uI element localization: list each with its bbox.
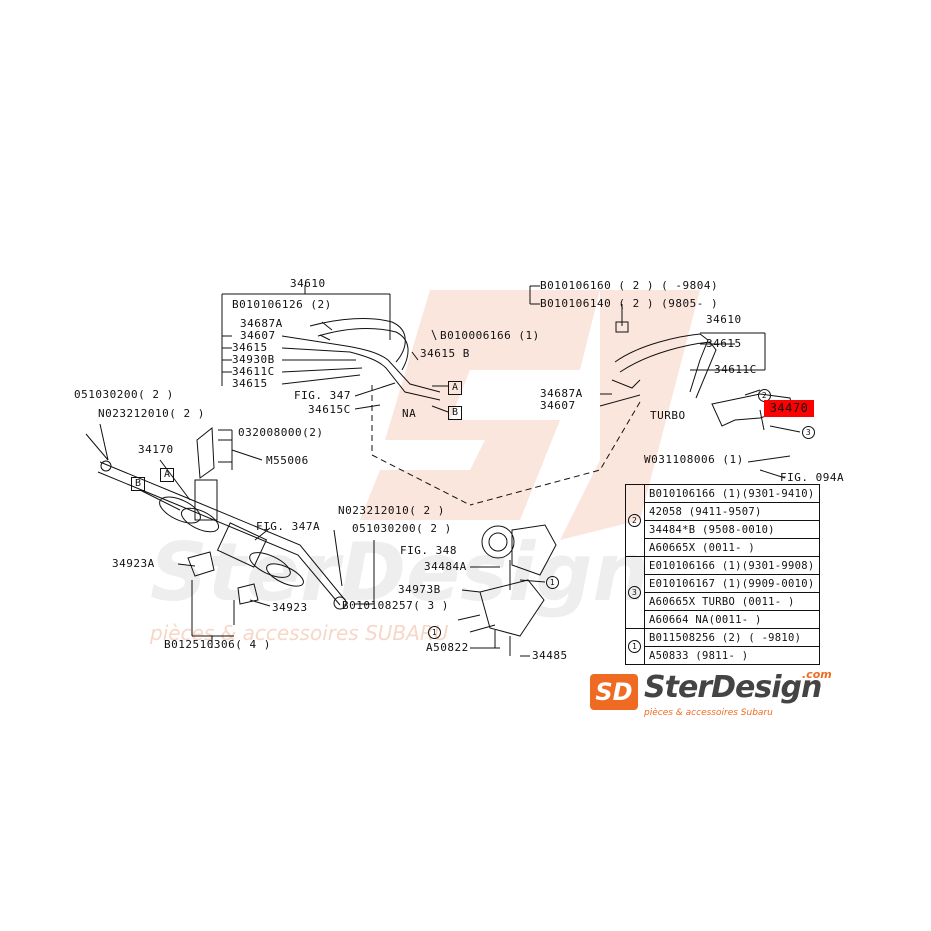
legend-row: A60664 NA(0011- )	[626, 610, 820, 629]
part-label: A50822	[426, 641, 469, 654]
variant-label: NA	[402, 407, 417, 420]
legend-cell: B010106166 (1)(9301-9410)	[644, 484, 820, 503]
part-label: B010108257( 3 )	[342, 599, 449, 612]
part-label: M55006	[266, 454, 309, 467]
sterdesign-logo: SD SterDesign .com pièces & accessoires …	[588, 668, 848, 724]
logo-wordmark: SterDesign	[644, 670, 822, 705]
ref-box-a: A	[448, 381, 462, 395]
legend-cell: E010106167 (1)(9909-0010)	[644, 574, 820, 593]
logo-domain: .com	[802, 668, 832, 681]
part-label: 34615	[232, 377, 268, 390]
part-label: 34611C	[232, 365, 275, 378]
part-label: 34923	[272, 601, 308, 614]
svg-text:pièces & accessoires SUBARU: pièces & accessoires SUBARU	[149, 621, 449, 645]
part-label: 34485	[532, 649, 568, 662]
part-label: 051030200( 2 )	[74, 388, 174, 401]
part-label: 34615 B	[420, 347, 470, 360]
legend-row: A60665X TURBO (0011- )	[626, 592, 820, 611]
legend-group-number: 1	[625, 628, 645, 665]
legend-row: A60665X (0011- )	[626, 538, 820, 557]
ref-box-b: B	[448, 406, 462, 420]
part-label: 34610	[706, 313, 742, 326]
part-label: N023212010( 2 )	[338, 504, 445, 517]
legend-cell: A60665X TURBO (0011- )	[644, 592, 820, 611]
svg-text:SterDesign: SterDesign	[150, 526, 650, 619]
part-label: 34930B	[232, 353, 275, 366]
circle-ref: 1	[546, 576, 560, 589]
legend-cell: 42058 (9411-9507)	[644, 502, 820, 521]
part-label: 34615C	[308, 403, 351, 416]
part-label: 032008000(2)	[238, 426, 324, 439]
part-label: FIG. 347	[294, 389, 351, 402]
circle-ref: 3	[802, 426, 816, 439]
part-label: FIG. 348	[400, 544, 457, 557]
part-label: 051030200( 2 )	[352, 522, 452, 535]
part-label: 34973B	[398, 583, 441, 596]
legend-cell: A60664 NA(0011- )	[644, 610, 820, 629]
part-label: 34170	[138, 443, 174, 456]
part-label: B010106126 (2)	[232, 298, 332, 311]
part-label: FIG. 094A	[780, 471, 845, 484]
part-label: B012510306( 4 )	[164, 638, 271, 651]
part-label: B010106160 ( 2 ) ( -9804)	[540, 279, 719, 292]
part-label: 34484A	[424, 560, 467, 573]
legend-row: E010106167 (1)(9909-0010)	[626, 574, 820, 593]
legend-cell: 34484*B (9508-0010)	[644, 520, 820, 539]
logo-tagline: pièces & accessoires Subaru	[644, 708, 773, 718]
legend-group-number: 3	[625, 556, 645, 629]
part-label: B010106140 ( 2 ) (9805- )	[540, 297, 719, 310]
circle-ref: 1	[428, 626, 442, 639]
part-label: 34615	[232, 341, 268, 354]
part-label: 34687A	[240, 317, 283, 330]
part-label: 34923A	[112, 557, 155, 570]
part-label: FIG. 347A	[256, 520, 321, 533]
part-label: 34607	[240, 329, 276, 342]
legend-cell: B011508256 (2) ( -9810)	[644, 628, 820, 647]
legend-cell: A60665X (0011- )	[644, 538, 820, 557]
part-label: W031108006 (1)	[644, 453, 744, 466]
variant-label: TURBO	[650, 409, 686, 422]
legend-group-number: 2	[625, 484, 645, 557]
legend-row: 42058 (9411-9507)	[626, 502, 820, 521]
ref-box-a: A	[160, 468, 174, 482]
part-label: N023212010( 2 )	[98, 407, 205, 420]
legend-row: 34484*B (9508-0010)	[626, 520, 820, 539]
part-label: 34687A	[540, 387, 583, 400]
legend-cell: E010106166 (1)(9301-9908)	[644, 556, 820, 575]
part-label: B010006166 (1)	[440, 329, 540, 342]
part-label: 34607	[540, 399, 576, 412]
highlighted-part-34470[interactable]: 34470	[764, 400, 814, 417]
ref-box-b: B	[131, 477, 145, 491]
legend-cell: A50833 (9811- )	[644, 646, 820, 665]
legend-row: A50833 (9811- )	[626, 646, 820, 665]
part-label: 34610	[290, 277, 326, 290]
logo-mark: SD	[590, 674, 638, 710]
part-label: 34615	[706, 337, 742, 350]
part-label: 34611C	[714, 363, 757, 376]
